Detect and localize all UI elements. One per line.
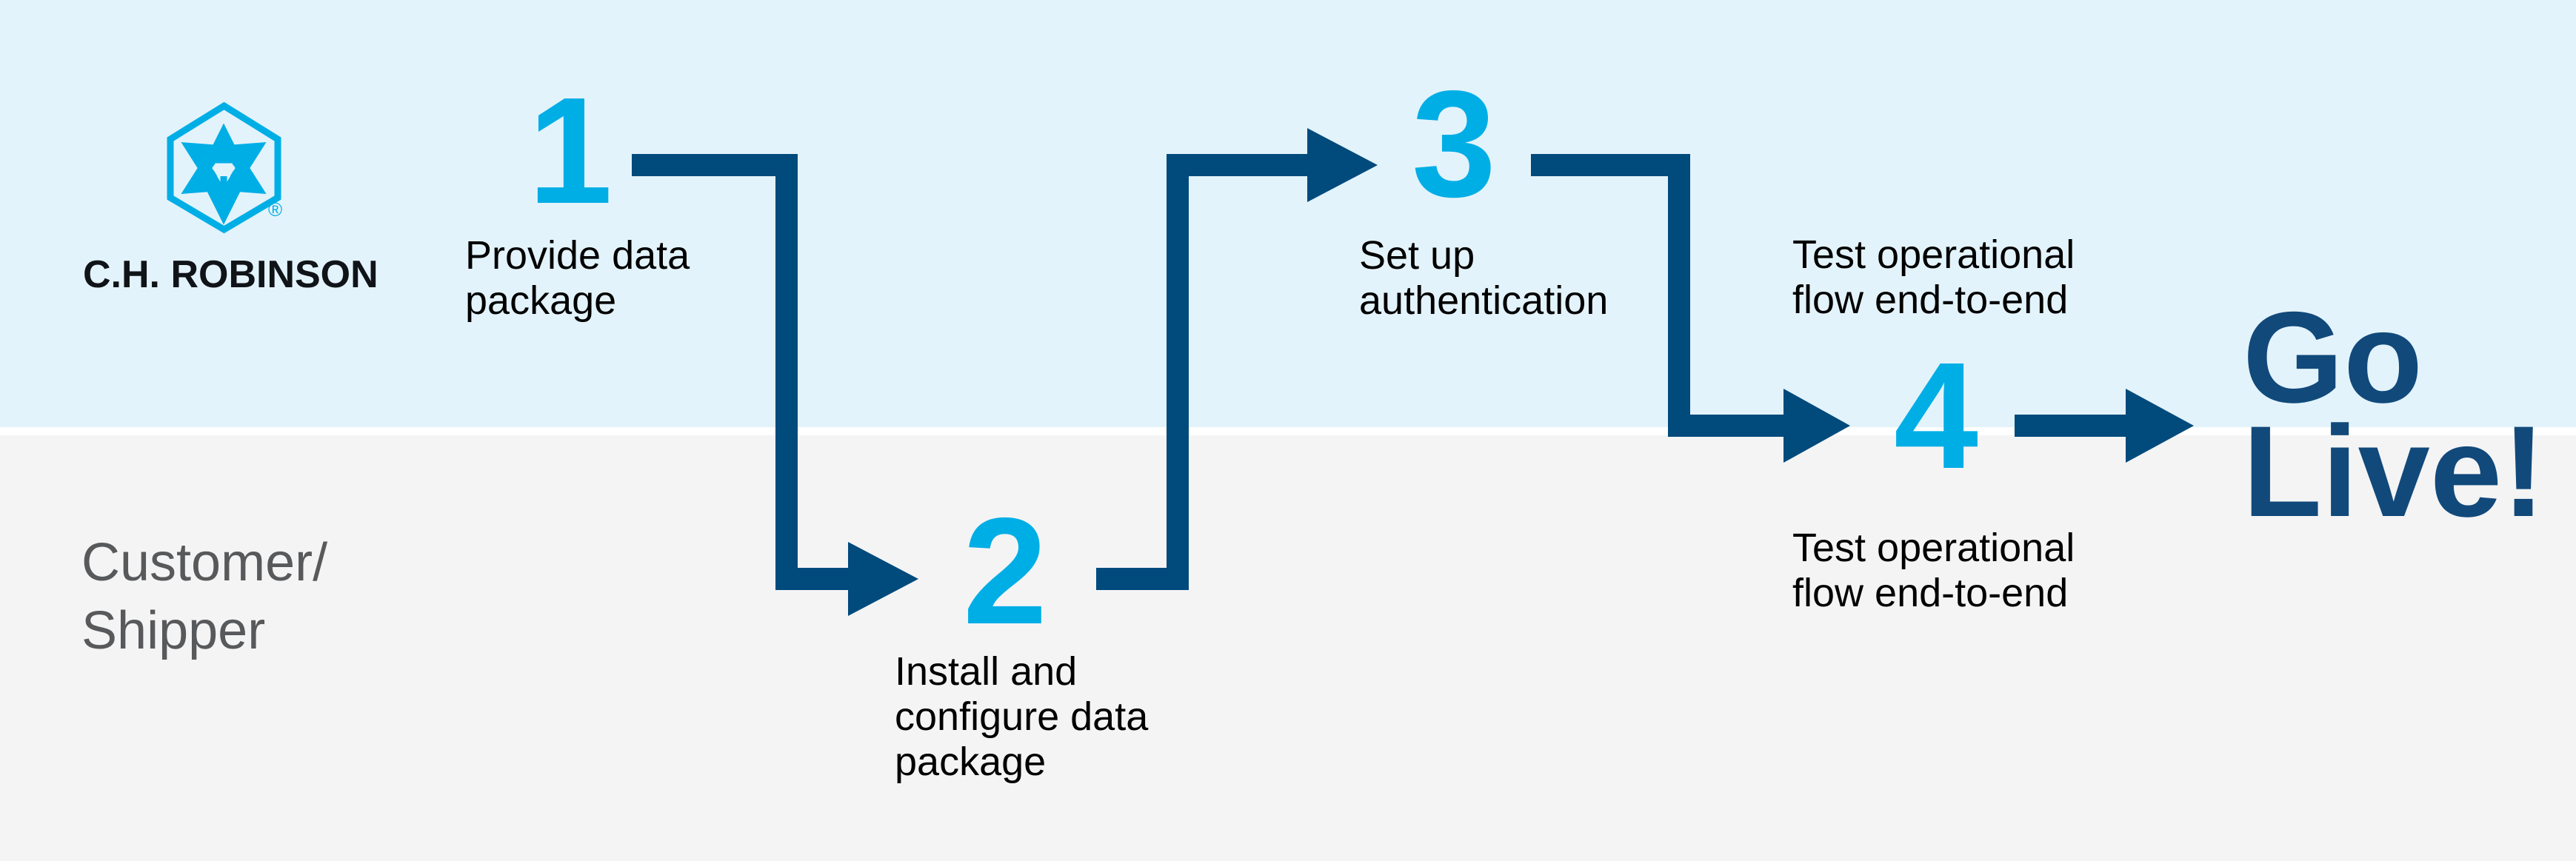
arrow-step2-to-step3 (1096, 128, 1378, 590)
step-4-label-bottom-lane: Test operational flow end-to-end (1792, 526, 2075, 615)
step-1-label: Provide data package (465, 233, 690, 323)
step-2-label: Install and configure data package (895, 649, 1149, 784)
step-3-number: 3 (1411, 59, 1497, 229)
registered-trademark-icon: ® (268, 198, 283, 221)
step-1-number: 1 (527, 66, 613, 235)
arrow-step3-to-step4 (1531, 154, 1850, 463)
step-3-label: Set up authentication (1359, 233, 1609, 323)
step-2-number: 2 (962, 486, 1048, 656)
customer-shipper-lane-label: Customer/ Shipper (81, 533, 328, 660)
chrobinson-hexagon-logo-icon (167, 101, 281, 234)
arrow-step4-to-golive (2015, 389, 2194, 463)
chrobinson-lane-background (0, 0, 2576, 427)
go-live-text: Go Live! (2243, 286, 2546, 544)
lane-divider (0, 427, 2576, 435)
chrobinson-wordmark: C.H. ROBINSON (83, 253, 378, 296)
step-4-number: 4 (1893, 331, 1979, 500)
customer-lane-background (0, 435, 2576, 861)
arrow-step1-to-step2 (632, 154, 918, 616)
step-4-label-top-lane: Test operational flow end-to-end (1792, 232, 2075, 322)
